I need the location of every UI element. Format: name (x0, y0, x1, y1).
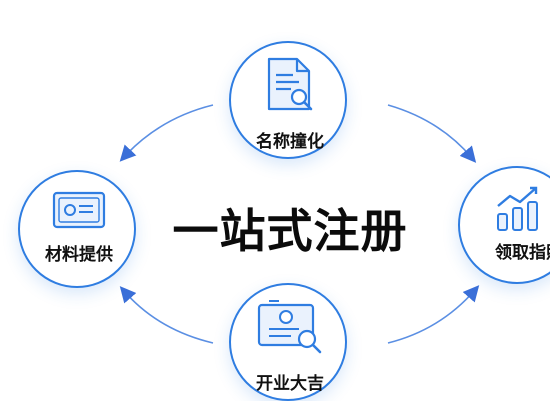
center-title: 一站式注册 (172, 204, 408, 258)
certificate-search-icon (257, 300, 322, 354)
node-materials: 材料提供 (18, 170, 136, 288)
node-label: 开业大吉 (256, 374, 324, 394)
arrow-bottom-to-right (387, 285, 480, 344)
arrow-bottom-to-left (119, 286, 214, 344)
node-label: 名称撞化 (256, 132, 324, 152)
node-opening: 开业大吉 (229, 283, 347, 401)
arrow-top-to-right (387, 104, 477, 163)
document-search-icon (267, 57, 313, 111)
certificate-icon (52, 191, 106, 229)
node-label: 领取指照 (495, 243, 550, 263)
node-license: 领取指照 (458, 166, 550, 284)
arrow-top-to-left (119, 104, 214, 162)
node-name-check: 名称撞化 (229, 41, 347, 159)
node-label: 材料提供 (45, 245, 113, 265)
bar-chart-growth-icon (497, 186, 538, 231)
